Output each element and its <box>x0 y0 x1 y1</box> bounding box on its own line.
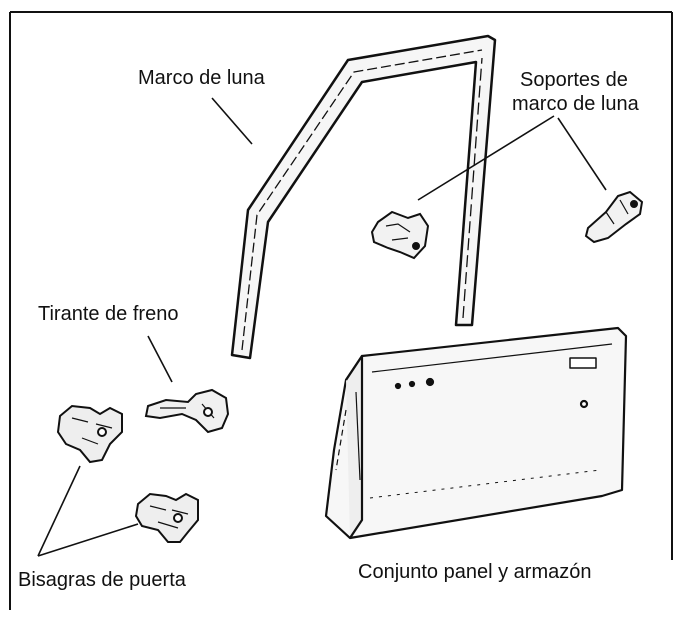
leader-window-frame <box>211 97 253 145</box>
label-door-hinges: Bisagras de puerta <box>18 569 186 591</box>
door-hinge-upper-part <box>56 404 123 464</box>
leader-door-check <box>147 335 173 383</box>
leader-lines <box>37 97 607 557</box>
door-panel-assembly-part <box>324 326 628 540</box>
label-window-frame: Marco de luna <box>138 67 265 89</box>
door-hinge-lower-part <box>134 492 199 543</box>
frame-bracket-right-part <box>584 190 644 244</box>
window-frame-part <box>230 34 497 360</box>
frame-bracket-left-part <box>370 210 430 260</box>
door-check-part <box>144 388 230 434</box>
label-frame-brackets-line2: marco de luna <box>512 93 639 115</box>
figure-border <box>9 11 673 610</box>
label-door-check: Tirante de freno <box>38 303 179 325</box>
leader-hinge-upper <box>37 465 81 557</box>
leader-bracket-right <box>557 117 607 191</box>
leader-hinge-lower <box>37 523 139 557</box>
leader-bracket-left <box>417 115 555 201</box>
label-frame-brackets-line1: Soportes de <box>520 69 628 91</box>
label-panel-assembly: Conjunto panel y armazón <box>358 561 592 583</box>
